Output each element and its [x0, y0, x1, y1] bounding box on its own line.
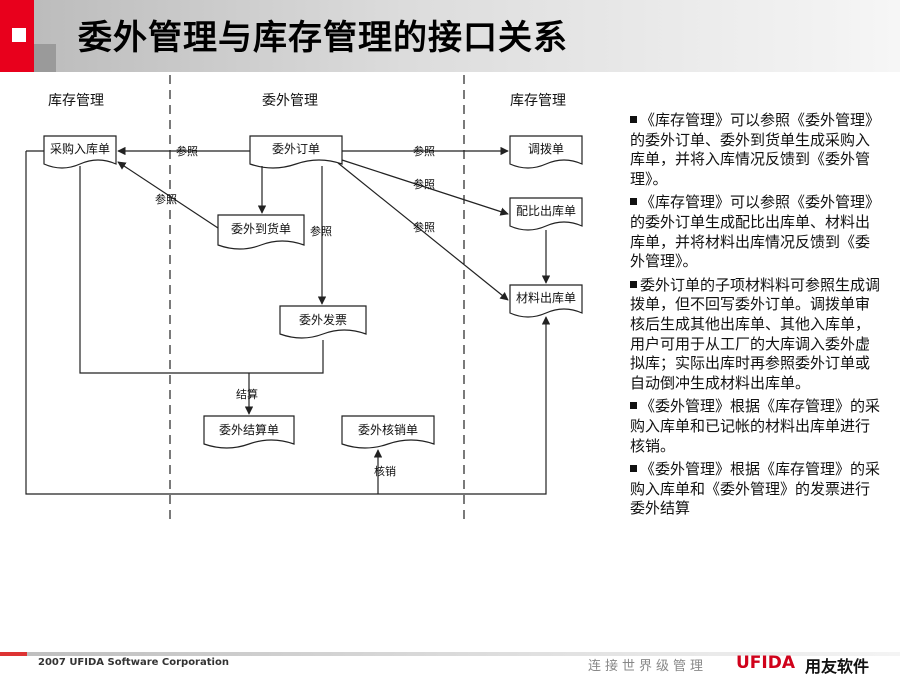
node-kit-issue: 配比出库单: [509, 197, 583, 231]
node-outsource-arrival-label: 委外到货单: [231, 221, 291, 236]
node-outsource-invoice: 委外发票: [279, 305, 367, 339]
note-item: 《委外管理》根据《库存管理》的采购入库单和《委外管理》的发票进行委外结算: [630, 460, 882, 519]
note-text: 委外订单的子项材料料可参照生成调拨单，但不回写委外订单。调拨单审核后生成其他出库…: [630, 275, 881, 392]
footer-slogan: 连接世界级管理: [588, 659, 708, 674]
edge-settlement-right: [249, 340, 324, 374]
node-outsource-settlement: 委外结算单: [203, 415, 295, 449]
title-bar: [0, 0, 900, 72]
footer-logo-cn: 用友软件: [805, 657, 870, 676]
note-item: 《库存管理》可以参照《委外管理》的委外订单生成配比出库单、材料出库单，并将材料出…: [630, 193, 882, 271]
bullet-icon: [630, 198, 637, 206]
note-text: 《库存管理》可以参照《委外管理》的委外订单生成配比出库单、材料出库单，并将材料出…: [630, 193, 881, 271]
footer-copyright: 2007 UFIDA Software Corporation: [38, 657, 229, 668]
bullet-icon: [630, 280, 637, 288]
footer-logo-en: UFIDA: [736, 653, 796, 673]
edge-order-to-material: [337, 162, 509, 301]
node-outsource-settlement-label: 委外结算单: [219, 422, 279, 437]
label-ref-purchase: 参照: [176, 144, 198, 158]
edge-writeoff-loop: [25, 151, 551, 495]
edge-settlement-left: [79, 166, 249, 374]
node-outsource-arrival: 委外到货单: [217, 214, 305, 250]
node-kit-issue-label: 配比出库单: [516, 203, 576, 218]
node-material-issue-label: 材料出库单: [516, 290, 576, 305]
note-item: 委外订单的子项材料料可参照生成调拨单，但不回写委外订单。调拨单审核后生成其他出库…: [630, 276, 882, 394]
note-item: 《库存管理》可以参照《委外管理》的委外订单、委外到货单生成采购入库单，并将入库情…: [630, 111, 882, 189]
node-material-issue: 材料出库单: [509, 284, 583, 318]
note-text: 《库存管理》可以参照《委外管理》的委外订单、委外到货单生成采购入库单，并将入库情…: [630, 111, 881, 188]
node-purchase-receipt-label: 采购入库单: [50, 141, 110, 156]
interface-diagram: 库存管理 委外管理 库存管理 采购入库单 委外订单 调拨单 委外到货单 配比出库…: [25, 75, 583, 525]
footer-rule: [0, 652, 900, 656]
title-accent-white: [12, 28, 26, 42]
node-outsource-writeoff-label: 委外核销单: [358, 423, 418, 437]
notes-list: 《库存管理》可以参照《委外管理》的委外订单、委外到货单生成采购入库单，并将入库情…: [630, 111, 882, 523]
edge-order-to-kit: [341, 159, 509, 216]
label-ref-kit: 参照: [413, 177, 435, 191]
node-transfer: 调拨单: [509, 135, 583, 169]
node-purchase-receipt: 采购入库单: [43, 135, 117, 169]
label-ref-invoice: 参照: [310, 224, 332, 238]
node-outsource-invoice-label: 委外发票: [299, 312, 347, 327]
node-outsource-writeoff: 委外核销单: [341, 415, 435, 449]
edge-arrival-to-purchase: [117, 161, 219, 229]
bullet-icon: [630, 116, 637, 123]
note-item: 《委外管理》根据《库存管理》的采购入库单和已记帐的材料出库单进行核销。: [630, 397, 882, 456]
bullet-icon: [630, 402, 637, 410]
note-text: 《委外管理》根据《库存管理》的采购入库单和《委外管理》的发票进行委外结算: [630, 460, 881, 518]
title-accent-grey: [34, 44, 56, 72]
footer: 2007 UFIDA Software Corporation 连接世界级管理 …: [0, 652, 900, 676]
label-writeoff: 核销: [374, 464, 396, 478]
note-text: 《委外管理》根据《库存管理》的采购入库单和已记帐的材料出库单进行核销。: [630, 397, 881, 455]
lane-title-left: 库存管理: [48, 93, 104, 109]
node-outsource-order-label: 委外订单: [272, 142, 320, 156]
label-ref-arrival: 参照: [155, 192, 177, 206]
label-ref-material: 参照: [413, 220, 435, 234]
label-ref-transfer: 参照: [413, 144, 435, 158]
bullet-icon: [630, 465, 637, 473]
node-outsource-order: 委外订单: [249, 135, 343, 169]
label-settle: 结算: [236, 387, 258, 401]
lane-title-right: 库存管理: [510, 93, 566, 109]
page-title: 委外管理与库存管理的接口关系: [78, 18, 568, 58]
lane-title-middle: 委外管理: [262, 93, 318, 109]
node-transfer-label: 调拨单: [528, 142, 564, 156]
